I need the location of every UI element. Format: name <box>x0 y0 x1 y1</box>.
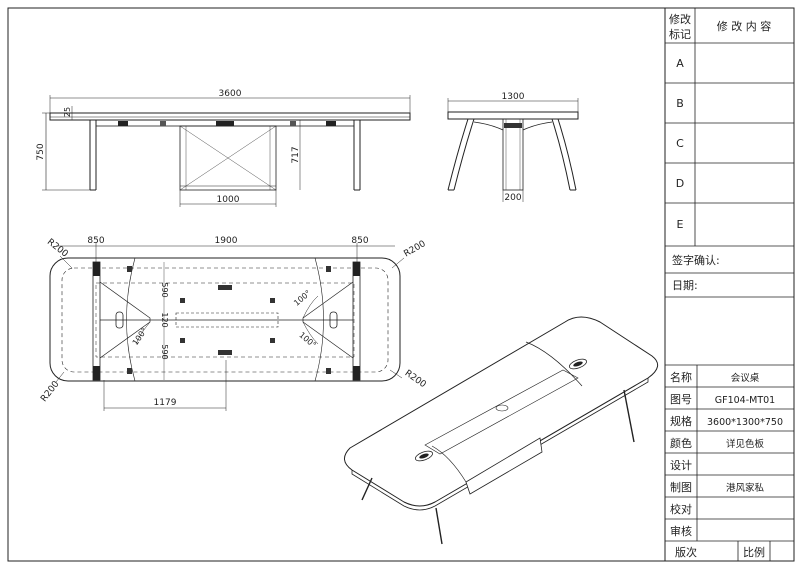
row-value-color: 详见色板 <box>726 438 765 450</box>
dim-end-right: 850 <box>351 236 368 246</box>
version-label: 版次 <box>675 545 697 559</box>
isometric-view <box>344 316 659 545</box>
dim-half-width-top: 590 <box>160 282 169 297</box>
row-label-drawing-no: 图号 <box>670 393 692 406</box>
row-label-drafted: 制图 <box>670 481 692 494</box>
revision-header-right: 修 改 内 容 <box>717 19 772 33</box>
dim-end-left: 850 <box>87 236 104 246</box>
revision-d: D <box>676 177 684 190</box>
front-view: 3600 25 750 717 1000 <box>36 89 411 207</box>
dim-height: 750 <box>36 143 46 160</box>
revision-c: C <box>676 137 684 150</box>
row-value-name: 会议桌 <box>731 372 760 384</box>
iso-tabletop <box>344 316 659 507</box>
title-block: 修改 标记 修 改 内 容 A B C D E 签字确认: 日期: 名称 会议桌… <box>664 8 794 561</box>
revision-b: B <box>676 97 684 110</box>
revision-header-left-2: 标记 <box>669 27 691 41</box>
row-value-drawing-no: GF104-MT01 <box>715 395 775 406</box>
front-tabletop <box>49 112 411 121</box>
front-cabinet <box>179 125 277 191</box>
row-label-design: 设计 <box>670 459 692 472</box>
dim-leg-height: 717 <box>291 146 301 163</box>
row-label-spec: 规格 <box>670 414 692 428</box>
scale-label: 比例 <box>743 545 765 559</box>
row-label-name: 名称 <box>670 370 692 384</box>
radius-top-left: R200 <box>45 237 70 259</box>
row-value-spec: 3600*1300*750 <box>707 417 783 428</box>
radius-bottom-left: R200 <box>39 379 61 404</box>
row-label-review: 审核 <box>670 524 692 538</box>
sheet-border <box>7 7 795 562</box>
dim-half-width-bottom: 590 <box>160 344 169 359</box>
dim-top-thickness: 25 <box>63 107 72 117</box>
sign-confirm-label: 签字确认: <box>672 253 720 267</box>
dim-overall-length: 3600 <box>219 89 242 99</box>
dim-leg-offset: 1179 <box>154 398 177 408</box>
row-value-drafted: 港风家私 <box>726 482 765 494</box>
angle-right-top: 100° <box>292 288 313 307</box>
plan-view: 850 1900 850 R200 R200 R200 R200 590 120… <box>39 236 428 411</box>
side-tabletop <box>447 111 579 120</box>
side-support <box>502 118 524 191</box>
side-view: 1300 200 <box>447 92 579 203</box>
angle-right-bottom: 100° <box>297 330 318 349</box>
dim-center-gap: 120 <box>160 312 169 327</box>
dim-cabinet-width: 1000 <box>217 195 240 205</box>
plan-tabletop <box>49 257 401 382</box>
dim-support-width: 200 <box>504 193 521 203</box>
revision-e: E <box>677 218 684 231</box>
row-label-color: 颜色 <box>670 436 692 450</box>
radius-bottom-right: R200 <box>403 369 428 391</box>
revision-a: A <box>676 57 684 70</box>
row-label-check: 校对 <box>670 502 692 516</box>
dim-side-width: 1300 <box>502 92 525 102</box>
revision-header-left-1: 修改 <box>669 12 691 26</box>
radius-top-right: R200 <box>402 239 428 260</box>
angle-left: 100° <box>131 326 149 347</box>
dim-middle: 1900 <box>215 236 238 246</box>
date-label: 日期: <box>672 279 698 292</box>
